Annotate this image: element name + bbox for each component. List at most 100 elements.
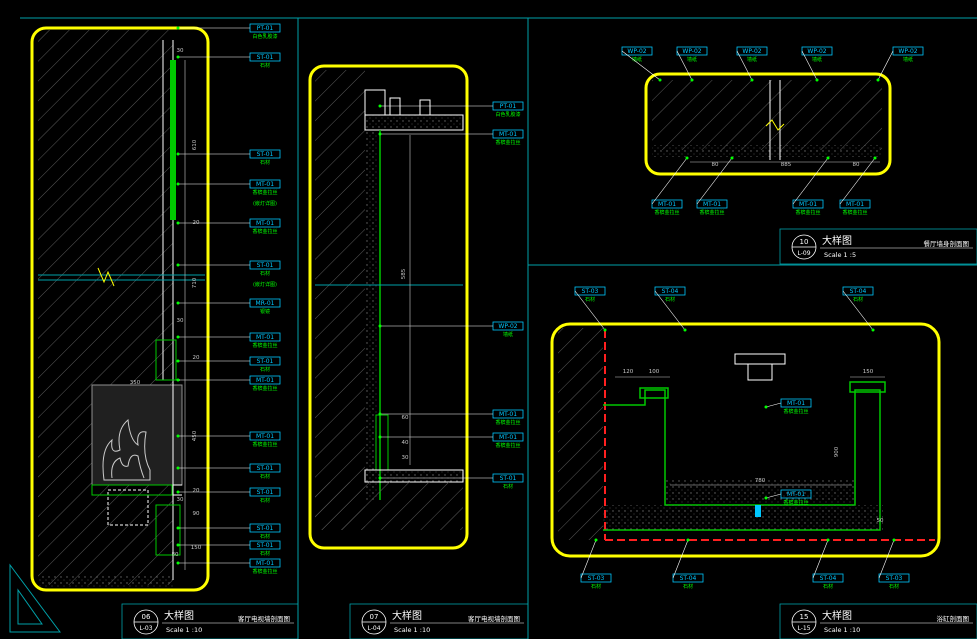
leader-dot [176, 182, 180, 186]
leader-dot [826, 538, 830, 542]
leader-line [676, 50, 693, 81]
leader-dot [176, 561, 180, 565]
tag-code: ST-03 [588, 575, 605, 582]
leader-dot [176, 335, 180, 339]
detail-06-tv-wall-section [30, 26, 210, 592]
tag-code: ST-01 [257, 542, 274, 549]
tag-desc: 石材 [260, 62, 270, 69]
tag-desc: 石材 [260, 159, 270, 166]
leader-line [696, 157, 733, 205]
leader-dot [378, 324, 382, 328]
tag-code: ST-04 [662, 288, 679, 295]
leader-line [842, 290, 874, 331]
dimension-label: 120 [623, 369, 634, 375]
tag-code: MT-01 [703, 201, 721, 208]
tag-code: MT-01 [256, 433, 274, 440]
sheet-number: L-15 [797, 625, 810, 632]
leader-dot [378, 435, 382, 439]
stone-panel [91, 384, 183, 486]
leader-dot [176, 263, 180, 267]
title-block-frame [779, 228, 977, 265]
grid-lines [38, 274, 205, 281]
tag-code: ST-04 [820, 575, 837, 582]
detail-15-boundary [550, 322, 941, 558]
detail-subtitle: 客厅电视墙剖面图 [238, 614, 290, 623]
floor-slab [603, 505, 883, 530]
tag-code: ST-01 [500, 475, 517, 482]
tag-code: ST-01 [257, 262, 274, 269]
tag-desc: 墙纸 [687, 56, 697, 63]
tag-desc: 石材 [889, 583, 899, 590]
title-block-frame [121, 603, 299, 639]
leader-line [654, 290, 686, 331]
detail-subtitle: 餐厅墙身剖面图 [924, 239, 970, 248]
leader-dot [378, 104, 382, 108]
leader-dot [378, 132, 382, 136]
tag-desc: 石材 [683, 583, 693, 590]
faucet-icon [734, 353, 786, 381]
break-mark [765, 119, 785, 131]
tag-code: ST-01 [257, 525, 274, 532]
tag-desc: 香槟金拉丝 [654, 209, 679, 216]
leader-line [812, 539, 829, 579]
drain [755, 505, 761, 517]
leader-line [792, 157, 829, 205]
tag-desc: 墙纸 [503, 331, 513, 338]
leader-line [651, 157, 688, 205]
tag-desc: 石材 [260, 270, 270, 277]
tag-code: MT-01 [499, 131, 517, 138]
tag-desc: 石材 [260, 366, 270, 373]
leader-dot [873, 156, 877, 160]
leader-line [574, 290, 606, 331]
leader-dot [594, 538, 598, 542]
detail-10-dining-wall-section [644, 72, 892, 176]
tag-desc: 墙纸 [747, 56, 757, 63]
tag-desc: 石材 [585, 296, 595, 303]
leader-line [801, 50, 818, 81]
tag-desc: 石材 [823, 583, 833, 590]
dimension-label: 60 [402, 415, 409, 421]
